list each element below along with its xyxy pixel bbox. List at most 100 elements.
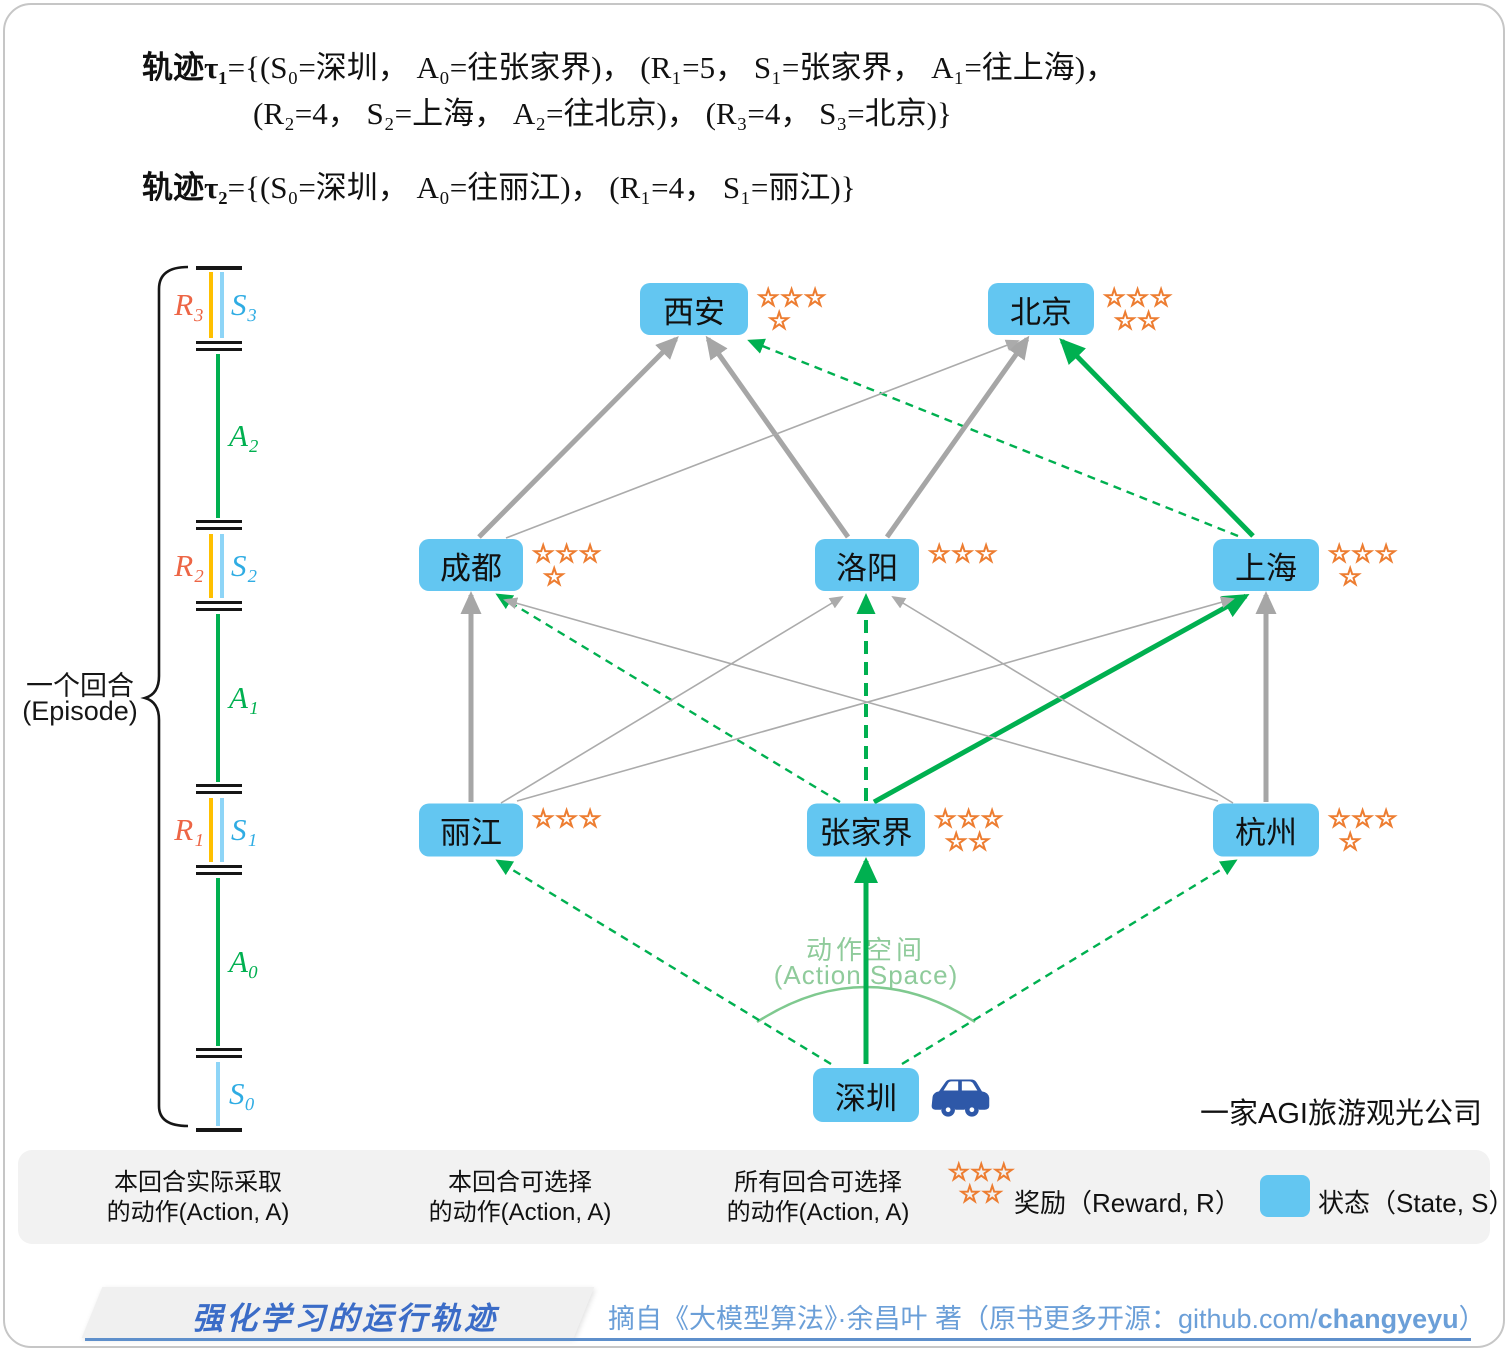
stars-beijing-row1: ☆☆☆	[1102, 283, 1174, 312]
legend-stars-row1: ☆☆☆	[947, 1158, 1016, 1186]
timeline-reward-line	[209, 534, 213, 598]
stars-lijiang: ☆☆☆	[531, 803, 603, 833]
footer-source-prefix: 摘自《大模型算法》·余昌叶 著（原书更多开源：github.com/	[608, 1304, 1318, 1334]
timeline-tick	[196, 872, 242, 875]
legend-item-selectable-action: 本回合可选择 的动作(Action, A)	[422, 1168, 618, 1228]
trajectory-2-label: 轨迹τ₂	[142, 170, 228, 205]
figure-border	[3, 3, 1505, 1348]
stars-chengdu-row1: ☆☆☆	[531, 539, 603, 568]
city-node-xian: 西安	[640, 283, 748, 335]
timeline-label-S₂: S₂	[231, 548, 258, 583]
stars-zhangjiajie-row1: ☆☆☆	[933, 803, 1005, 833]
timeline-action-line	[216, 614, 220, 782]
city-node-chengdu: 成都	[419, 539, 523, 591]
city-node-lijiang: 丽江	[419, 803, 523, 857]
legend-selectable-line1: 本回合可选择	[448, 1169, 592, 1196]
stars-shanghai-row2: ☆	[1338, 562, 1363, 591]
timeline-tick	[196, 348, 242, 351]
timeline-tick	[196, 266, 242, 270]
stars-chengdu-row2: ☆	[542, 562, 567, 591]
timeline-label-S₃: S₃	[231, 287, 258, 322]
legend-band	[18, 1150, 1490, 1244]
timeline-tick	[196, 601, 242, 604]
timeline-tick	[196, 341, 242, 344]
legend-all-line2: 的动作(Action, A)	[726, 1199, 910, 1226]
timeline-reward-line	[209, 272, 213, 338]
footer-source-github[interactable]: changyeyu	[1317, 1304, 1459, 1334]
timeline-label-S₁: S₁	[231, 812, 258, 847]
timeline-label-A₂: A₂	[229, 418, 259, 453]
stars-luoyang-row1: ☆☆☆	[927, 539, 999, 568]
legend-state-label: 状态（State, S）	[1318, 1188, 1508, 1218]
car-icon	[931, 1079, 990, 1117]
city-node-zhangjiajie: 张家界	[807, 803, 925, 857]
legend-stars-row2: ☆☆	[958, 1180, 1005, 1208]
stars-luoyang: ☆☆☆	[927, 539, 999, 568]
city-node-shenzhen: 深圳	[813, 1068, 919, 1122]
episode-label-en: (Episode)	[22, 696, 138, 726]
legend-actual-line2: 的动作(Action, A)	[106, 1199, 290, 1226]
legend-reward-stars: ☆☆☆☆☆	[947, 1158, 1016, 1208]
episode-label-cn: 一个回合	[26, 671, 134, 701]
city-node-shanghai: 上海	[1213, 539, 1319, 591]
timeline-tick	[196, 1055, 242, 1058]
city-node-beijing: 北京	[988, 283, 1094, 335]
legend-item-actual-action: 本回合实际采取 的动作(Action, A)	[100, 1168, 296, 1228]
footer-source-suffix: ）	[1458, 1304, 1486, 1334]
timeline-tick	[196, 791, 242, 794]
timeline-tick	[196, 865, 242, 868]
stars-xian-row1: ☆☆☆	[756, 283, 828, 312]
trajectory-1-label: 轨迹τ₁	[142, 50, 228, 85]
timeline-action-line	[216, 878, 220, 1046]
trajectory-2-body: ={(S₀=深圳， A₀=往丽江)， (R₁=4， S₁=丽江)}	[227, 170, 856, 205]
legend-reward-label: 奖励（Reward, R）	[1014, 1188, 1241, 1218]
trajectory-formula-1-line1: 轨迹τ₁={(S₀=深圳， A₀=往张家界)， (R₁=5， S₁=张家界， A…	[142, 42, 1116, 87]
timeline-tick	[196, 608, 242, 611]
footer-title: 强化学习的运行轨迹	[192, 1301, 498, 1336]
legend-selectable-line2: 的动作(Action, A)	[428, 1199, 612, 1226]
stars-xian-row2: ☆	[767, 306, 792, 335]
stars-hangzhou-row1: ☆☆☆	[1327, 803, 1399, 833]
trajectory-formula-1-line2: (R₂=4， S₂=上海， A₂=往北京)， (R₃=4， S₃=北京)}	[253, 88, 952, 133]
stars-beijing: ☆☆☆☆☆	[1102, 283, 1174, 335]
trajectory-1-body2: (R₂=4， S₂=上海， A₂=往北京)， (R₃=4， S₃=北京)}	[253, 96, 952, 131]
timeline-reward-line	[209, 798, 213, 862]
legend-state-swatch	[1260, 1175, 1310, 1217]
legend-all-line1: 所有回合可选择	[734, 1169, 902, 1196]
city-node-luoyang: 洛阳	[815, 539, 919, 591]
stars-lijiang-row1: ☆☆☆	[531, 803, 603, 833]
timeline-label-A₁: A₁	[229, 680, 259, 715]
stars-hangzhou: ☆☆☆☆	[1327, 803, 1399, 856]
timeline-tick	[196, 520, 242, 523]
timeline-state-line	[220, 534, 224, 598]
timeline-tick	[196, 1048, 242, 1051]
timeline-tick	[196, 784, 242, 787]
stars-chengdu: ☆☆☆☆	[531, 539, 603, 591]
stars-shanghai-row1: ☆☆☆	[1327, 539, 1399, 568]
company-caption: 一家AGI旅游观光公司	[1200, 1098, 1482, 1130]
stars-xian: ☆☆☆☆	[756, 283, 828, 335]
stars-zhangjiajie-row2: ☆☆	[944, 826, 992, 856]
timeline-state-line	[216, 1062, 220, 1126]
timeline-tick	[196, 1128, 242, 1132]
stars-hangzhou-row2: ☆	[1338, 826, 1363, 856]
timeline-label-A₀: A₀	[229, 944, 259, 979]
timeline-label-R₂: R₂	[174, 548, 204, 583]
footer-underline	[85, 1338, 1471, 1341]
timeline-label-R₃: R₃	[174, 287, 204, 322]
trajectory-formula-2: 轨迹τ₂={(S₀=深圳， A₀=往丽江)， (R₁=4， S₁=丽江)}	[142, 162, 856, 207]
legend-actual-line1: 本回合实际采取	[114, 1169, 282, 1196]
timeline-state-line	[220, 272, 224, 338]
timeline-label-S₀: S₀	[229, 1076, 256, 1111]
stars-zhangjiajie: ☆☆☆☆☆	[933, 803, 1005, 856]
stars-beijing-row2: ☆☆	[1113, 306, 1161, 335]
city-node-hangzhou: 杭州	[1213, 803, 1319, 857]
timeline-state-line	[220, 798, 224, 862]
timeline-label-R₁: R₁	[174, 812, 204, 847]
timeline-action-line	[216, 354, 220, 518]
legend-item-all-episode-action: 所有回合可选择 的动作(Action, A)	[716, 1168, 920, 1228]
stars-shanghai: ☆☆☆☆	[1327, 539, 1399, 591]
footer-source: 摘自《大模型算法》·余昌叶 著（原书更多开源：github.com/changy…	[608, 1297, 1486, 1336]
